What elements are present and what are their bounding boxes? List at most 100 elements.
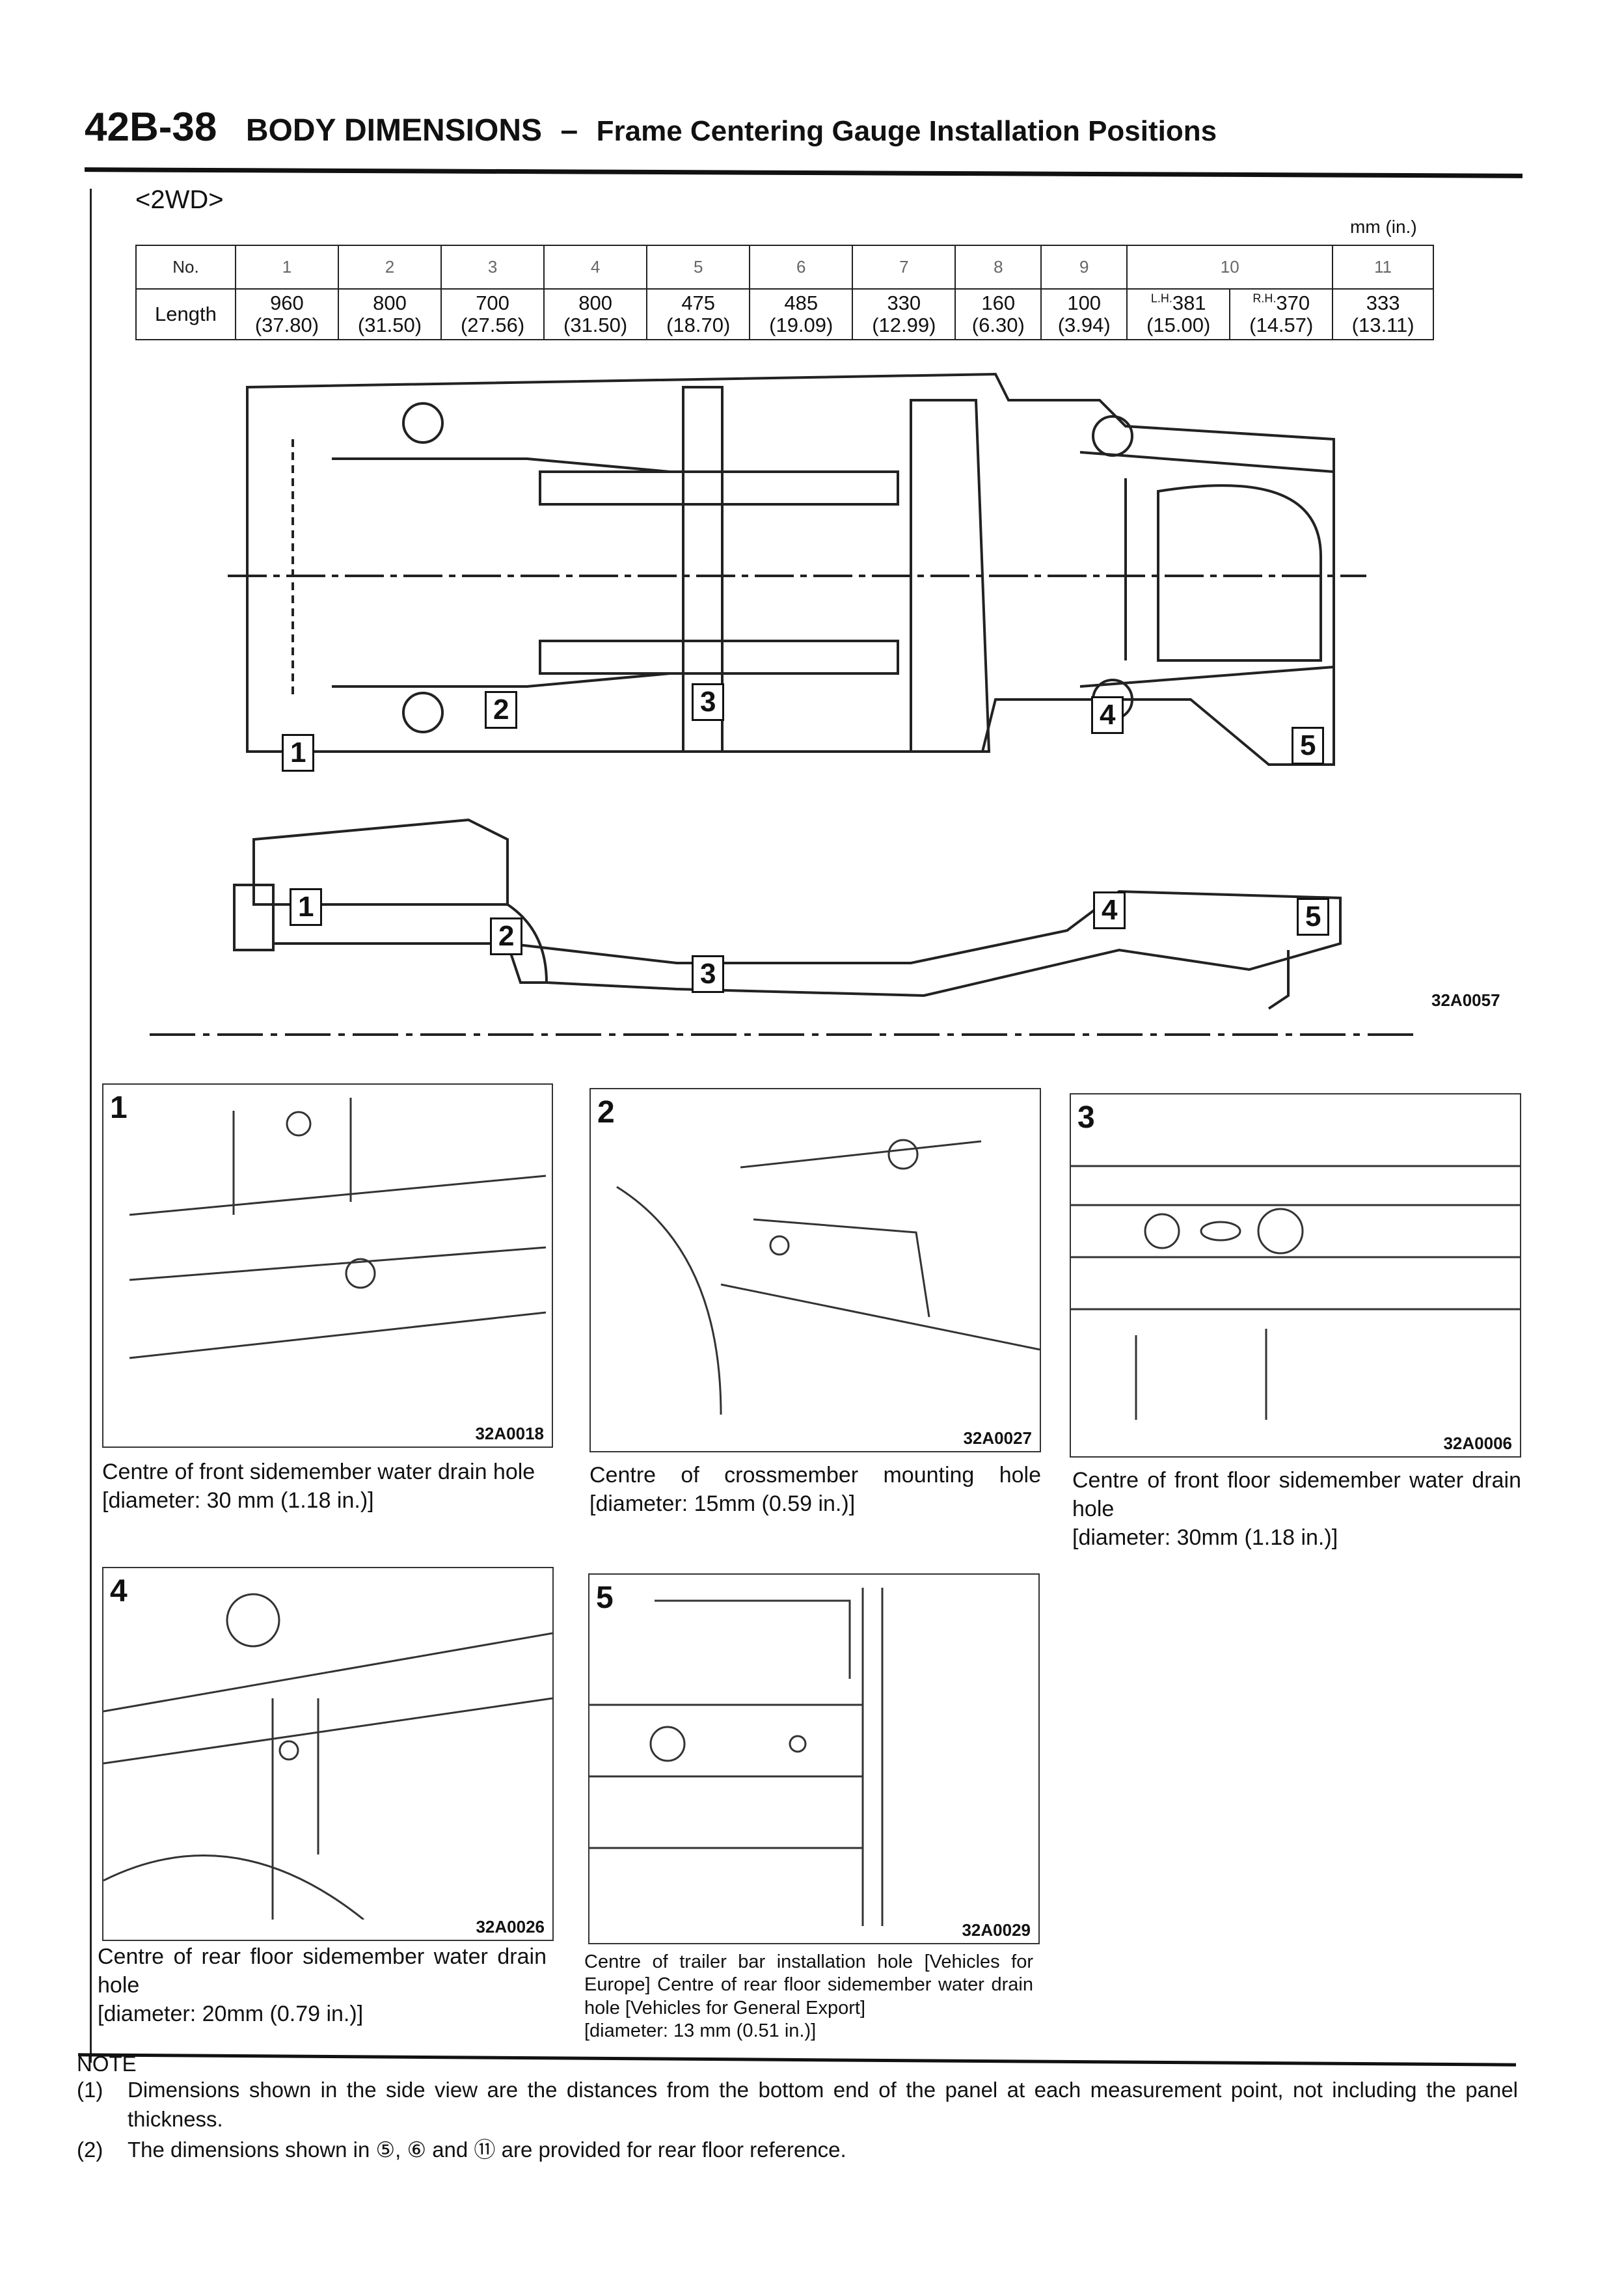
inch-value: (19.09) <box>769 314 833 336</box>
figure-number: 1 <box>110 1091 128 1125</box>
table-cell: 9 <box>1040 245 1128 290</box>
table-cell: 333(13.11) <box>1332 288 1434 340</box>
detail-caption-5: Centre of trailer bar installation hole … <box>584 1951 1033 2043</box>
caption-diameter: [diameter: 30 mm (1.18 in.)] <box>102 1488 374 1514</box>
inch-value: (3.94) <box>1057 314 1111 336</box>
mm-value: 333 <box>1366 291 1400 314</box>
page-header: 42B-38 BODY DIMENSIONS – Frame Centering… <box>85 104 1217 150</box>
variant-label: <2WD> <box>135 185 224 214</box>
caption-diameter: [diameter: 30mm (1.18 in.)] <box>1072 1525 1338 1551</box>
detail-figure-1: 1 32A0018 <box>102 1083 553 1448</box>
underbody-top-view <box>228 372 1366 766</box>
table-cell: 1 <box>234 245 339 290</box>
table-cell: 2 <box>337 245 442 290</box>
table-cell: 11 <box>1332 245 1434 290</box>
detail-caption-4: Centre of rear floor sidemember water dr… <box>98 1942 547 2029</box>
table-cell: R.H.370(14.57) <box>1229 288 1334 340</box>
figure-code: 32A0027 <box>963 1428 1032 1448</box>
caption-text: Centre of trailer bar installation hole … <box>584 1951 1033 2018</box>
marker-1: 1 <box>282 734 315 772</box>
note-text: Dimensions shown in the side view are th… <box>128 2078 1518 2131</box>
mm-value: 700 <box>476 291 509 314</box>
table-cell: 7 <box>852 245 956 290</box>
note-number: (2) <box>77 2138 103 2162</box>
caption-text: Centre of front sidemember water drain h… <box>102 1460 535 1484</box>
units-label: mm (in.) <box>1350 217 1417 237</box>
inch-value: (6.30) <box>971 314 1025 336</box>
caption-diameter: [diameter: 13 mm (0.51 in.)] <box>584 2020 817 2042</box>
table-cell: 8 <box>954 245 1042 290</box>
underbody-side-view <box>150 818 1418 1036</box>
figure-code: 32A0057 <box>1431 990 1500 1010</box>
notes-title: NOTE <box>77 2052 137 2076</box>
mm-value: 485 <box>784 291 819 314</box>
mm-value: 370 <box>1276 291 1310 314</box>
mm-value: 381 <box>1172 291 1206 314</box>
section-title: BODY DIMENSIONS <box>245 113 542 148</box>
detail-figure-4: 4 32A0026 <box>102 1567 554 1941</box>
caption-text: Centre of rear floor sidemember water dr… <box>98 1944 547 1998</box>
inch-value: (27.56) <box>460 314 525 336</box>
header-rule <box>84 167 1523 178</box>
figure-number: 2 <box>597 1095 615 1130</box>
table-cell: 10 <box>1126 245 1334 290</box>
inch-value: (14.57) <box>1249 314 1314 336</box>
marker-2: 2 <box>485 691 518 729</box>
detail-figure-2: 2 32A0027 <box>589 1088 1041 1452</box>
figure-code: 32A0026 <box>476 1917 545 1936</box>
table-cell: 4 <box>543 245 648 290</box>
table-row-length: Length 960(37.80) 800(31.50) 700(27.56) … <box>135 288 1434 340</box>
marker-3: 3 <box>692 683 725 721</box>
table-cell: 330(12.99) <box>852 288 956 340</box>
rear-floor-sidemember-illustration <box>103 1593 552 1920</box>
figure-number: 5 <box>596 1581 614 1615</box>
mm-value: 100 <box>1067 291 1102 314</box>
marker-5: 5 <box>1292 727 1325 765</box>
table-cell: 800(31.50) <box>543 288 648 340</box>
caption-diameter: [diameter: 20mm (0.79 in.)] <box>98 2002 364 2027</box>
floor-sidemember-illustration <box>1071 1165 1520 1420</box>
table-cell: 485(19.09) <box>749 288 854 340</box>
row-label: Length <box>135 288 236 340</box>
mm-value: 960 <box>270 291 304 314</box>
side-marker-1: 1 <box>290 888 323 926</box>
table-cell: 3 <box>440 245 545 290</box>
table-row-no: No. 1 2 3 4 5 6 7 8 9 10 11 <box>135 245 1434 290</box>
marker-4: 4 <box>1091 696 1124 734</box>
figure-number: 3 <box>1077 1100 1095 1135</box>
table-cell: 100(3.94) <box>1040 288 1128 340</box>
caption-text: Centre of front floor sidemember water d… <box>1072 1468 1521 1522</box>
note-number: (1) <box>77 2078 103 2102</box>
figure-code: 32A0029 <box>962 1920 1031 1940</box>
detail-caption-1: Centre of front sidemember water drain h… <box>102 1458 553 1515</box>
detail-figure-5: 5 32A0029 <box>588 1573 1040 1944</box>
side-marker-2: 2 <box>490 917 523 955</box>
mm-value: 160 <box>981 291 1016 314</box>
sidemember-illustration <box>129 1098 547 1359</box>
detail-figure-3: 3 32A0006 <box>1070 1093 1521 1458</box>
mm-value: 800 <box>578 291 612 314</box>
table-cell: 5 <box>646 245 751 290</box>
side-marker-3: 3 <box>692 955 725 993</box>
page-subtitle: Frame Centering Gauge Installation Posit… <box>596 115 1217 147</box>
mm-value: 475 <box>681 291 716 314</box>
table-cell: L.H.381(15.00) <box>1126 288 1231 340</box>
table-cell: 160(6.30) <box>954 288 1042 340</box>
title-separator: – <box>560 113 578 148</box>
inch-value: (31.50) <box>563 314 628 336</box>
table-cell: 700(27.56) <box>440 288 545 340</box>
inch-value: (31.50) <box>357 314 422 336</box>
side-prefix: L.H. <box>1150 292 1172 305</box>
inch-value: (18.70) <box>666 314 731 336</box>
table-cell: 960(37.80) <box>234 288 339 340</box>
side-prefix: R.H. <box>1252 292 1277 305</box>
notes-rule <box>78 2053 1516 2067</box>
mm-value: 330 <box>887 291 921 314</box>
row-label: No. <box>135 245 236 290</box>
table-cell: 475(18.70) <box>646 288 751 340</box>
detail-caption-3: Centre of front floor sidemember water d… <box>1072 1466 1521 1553</box>
inch-value: (37.80) <box>254 314 319 336</box>
note-text: The dimensions shown in ⑤, ⑥ and ⑪ are p… <box>128 2138 846 2162</box>
trailer-bar-illustration <box>589 1588 884 1926</box>
note-item-2: (2) The dimensions shown in ⑤, ⑥ and ⑪ a… <box>77 2136 1518 2165</box>
